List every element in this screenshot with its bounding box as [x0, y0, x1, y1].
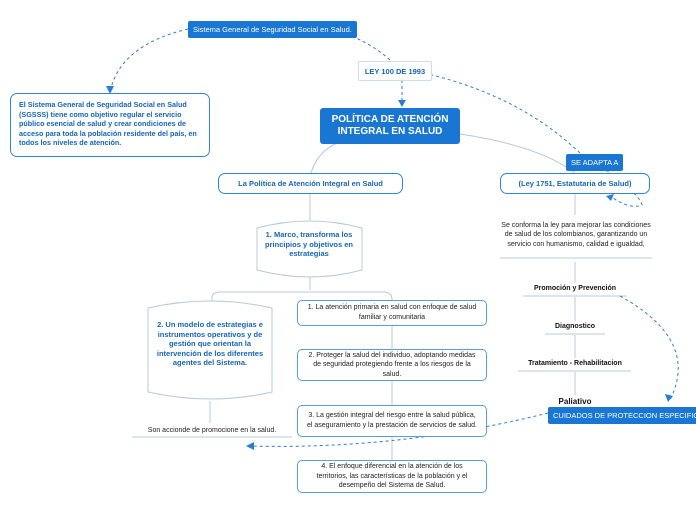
connector-central-left [310, 141, 341, 174]
item-promocion[interactable]: Promoción y Prevención [533, 285, 617, 292]
right-branch-title-label: (Ley 1751, Estatutaria de Salud) [518, 179, 632, 188]
step-3-box[interactable]: 3. La gestión integral del riesgo entre … [297, 405, 487, 437]
dashed-adapta-to-ley1751 [605, 169, 643, 207]
right-branch-title[interactable]: (Ley 1751, Estatutaria de Salud) [500, 173, 650, 194]
step-2-label: 2. Proteger la salud del individuo, adop… [308, 351, 476, 378]
left-branch-title-label: La Política de Atención Integral en Salu… [238, 179, 383, 188]
step-3-label: 3. La gestión integral del riesgo entre … [306, 412, 478, 429]
central-topic[interactable]: POLÍTICA DE ATENCIÓN INTEGRAL EN SALUD [320, 108, 460, 144]
marco-shape [256, 220, 363, 278]
dashed-promocion-to-cuidados [619, 295, 679, 401]
marco-text[interactable]: 1. Marco, transforma los principios y ob… [265, 230, 353, 259]
cuidados-label: CUIDADOS DE PROTECCION ESPECIFICA [553, 411, 696, 420]
sgss-banner[interactable]: Sistema General de Seguridad Social en S… [188, 21, 357, 38]
dashed-sgss-to-desc [109, 28, 189, 93]
left-branch-title[interactable]: La Política de Atención Integral en Salu… [218, 173, 403, 194]
se-adapta-label: SE ADAPTA A [571, 158, 619, 167]
sgss-description-node[interactable]: El Sistema General de Seguridad Social e… [10, 93, 210, 157]
item-diagnostico[interactable]: Diagnostico [554, 323, 596, 330]
dashed-cuidados-to-note [249, 412, 549, 447]
sgss-description: El Sistema General de Seguridad Social e… [19, 100, 197, 148]
ley-100-label: LEY 100 DE 1993 [364, 67, 426, 76]
step-2-box[interactable]: 2. Proteger la salud del individuo, adop… [297, 349, 487, 381]
step-4-box[interactable]: 4. El enfoque diferencial en la atención… [297, 460, 487, 493]
dashed-sgss-to-ley [351, 35, 393, 63]
central-title: POLÍTICA DE ATENCIÓN INTEGRAL EN SALUD [331, 114, 449, 137]
sgss-banner-label: Sistema General de Seguridad Social en S… [193, 25, 352, 34]
step-1-label: 1. La atención primaria en salud con enf… [307, 304, 477, 321]
right-description[interactable]: Se conforma la ley para mejorar las cond… [501, 222, 651, 248]
step-1-box[interactable]: 1. La atención primaria en salud con enf… [297, 300, 487, 326]
step-4-label: 4. El enfoque diferencial en la atención… [316, 463, 468, 490]
item-paliativo[interactable]: Paliativo [558, 397, 592, 406]
modelo-shape [147, 300, 273, 400]
cuidados-label-node[interactable]: CUIDADOS DE PROTECCION ESPECIFICA [548, 407, 696, 424]
promocion-note[interactable]: Son accionde de promocione en la salud. [147, 427, 277, 434]
connector-central-right [459, 133, 576, 174]
ley-100-node[interactable]: LEY 100 DE 1993 [358, 61, 432, 81]
se-adapta-label-node[interactable]: SE ADAPTA A [566, 154, 624, 171]
dashed-adapta-to-ley [427, 73, 581, 154]
item-tratamiento[interactable]: Tratamiento - Rehabilitacion [528, 360, 622, 367]
connector-fork [211, 291, 393, 301]
modelo-text[interactable]: 2. Un modelo de estrategias e instrument… [156, 320, 264, 368]
